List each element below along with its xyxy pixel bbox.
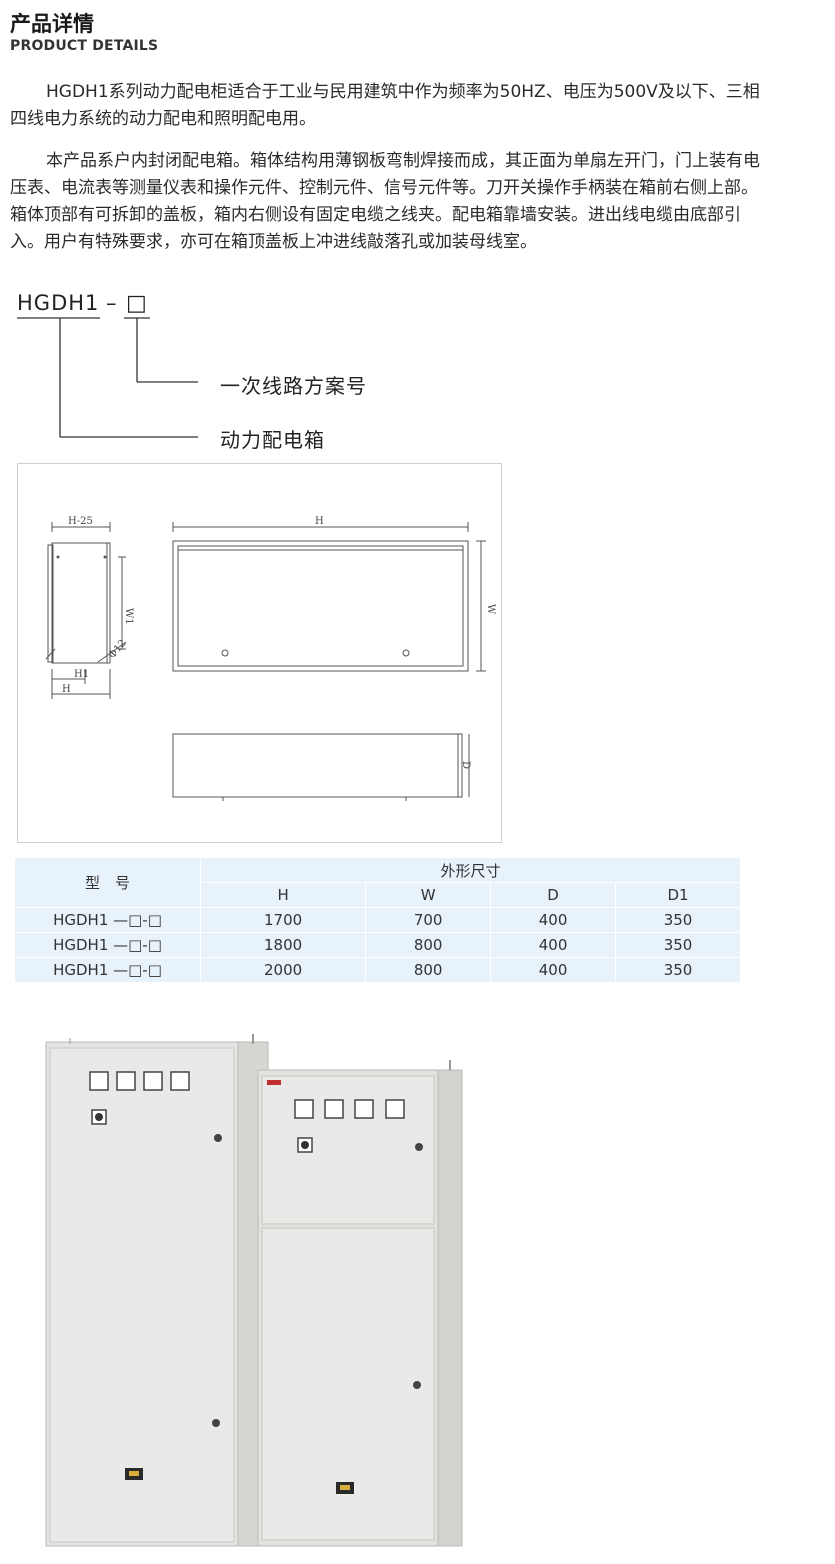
- cell-w: 700: [365, 907, 492, 933]
- header-dimensions: 外形尺寸: [200, 857, 741, 883]
- cell-d1: 350: [615, 957, 741, 983]
- header-col-h: H: [199, 882, 367, 908]
- cell-w: 800: [365, 932, 492, 958]
- label-d: D: [460, 761, 471, 769]
- cell-d: 400: [490, 932, 617, 958]
- page-subtitle: PRODUCT DETAILS: [10, 38, 159, 54]
- model-code-dash: –: [106, 291, 118, 315]
- cell-h: 1800: [199, 932, 367, 958]
- cell-h: 1700: [199, 907, 367, 933]
- cell-d1: 350: [615, 932, 741, 958]
- label-circuit-scheme: 一次线路方案号: [220, 374, 367, 398]
- cabinet-left: [45, 1034, 269, 1547]
- intro-paragraph-2: 本产品系户内封闭配电箱。箱体结构用薄钢板弯制焊接而成，其正面为单扇左开门，门上装…: [10, 151, 760, 252]
- model-code-prefix: HGDH1: [17, 291, 100, 315]
- product-photo: [45, 1034, 463, 1547]
- cell-model: HGDH1 —□-□: [14, 957, 201, 983]
- cell-d: 400: [490, 907, 617, 933]
- label-h-side: H: [62, 684, 71, 695]
- label-h-front: H: [315, 516, 324, 527]
- table-row: HGDH1 —□-□ 1700 700 400 350: [14, 907, 741, 933]
- label-h25: H-25: [68, 516, 93, 527]
- model-code-box: □: [126, 291, 148, 316]
- cell-model: HGDH1 —□-□: [14, 932, 201, 958]
- header-col-w: W: [365, 882, 492, 908]
- label-w: W: [485, 604, 496, 615]
- cell-h: 2000: [199, 957, 367, 983]
- dimension-drawing: H-25 H H H1 W1 W D Φ12: [17, 463, 502, 843]
- label-h1: H1: [74, 669, 89, 680]
- header-col-d1: D1: [615, 882, 741, 908]
- header-model: 型 号: [14, 857, 201, 908]
- label-power-box: 动力配电箱: [220, 428, 325, 452]
- cell-d: 400: [490, 957, 617, 983]
- table-row: HGDH1 —□-□ 2000 800 400 350: [14, 957, 741, 983]
- label-w1: W1: [123, 608, 134, 625]
- cell-model: HGDH1 —□-□: [14, 907, 201, 933]
- cabinet-right: [257, 1060, 463, 1547]
- dimension-drawing-svg: H-25 H H H1 W1 W D Φ12: [45, 516, 496, 801]
- intro-paragraph-1: HGDH1系列动力配电柜适合于工业与民用建筑中作为频率为50HZ、电压为500V…: [10, 82, 760, 129]
- cell-d1: 350: [615, 907, 741, 933]
- cell-w: 800: [365, 957, 492, 983]
- spec-table: 型 号 外形尺寸 H W D D1 HGDH1 —□-□ 1700 700 40…: [14, 857, 741, 983]
- page-title: 产品详情: [10, 12, 94, 36]
- header-col-d: D: [490, 882, 617, 908]
- table-row: HGDH1 —□-□ 1800 800 400 350: [14, 932, 741, 958]
